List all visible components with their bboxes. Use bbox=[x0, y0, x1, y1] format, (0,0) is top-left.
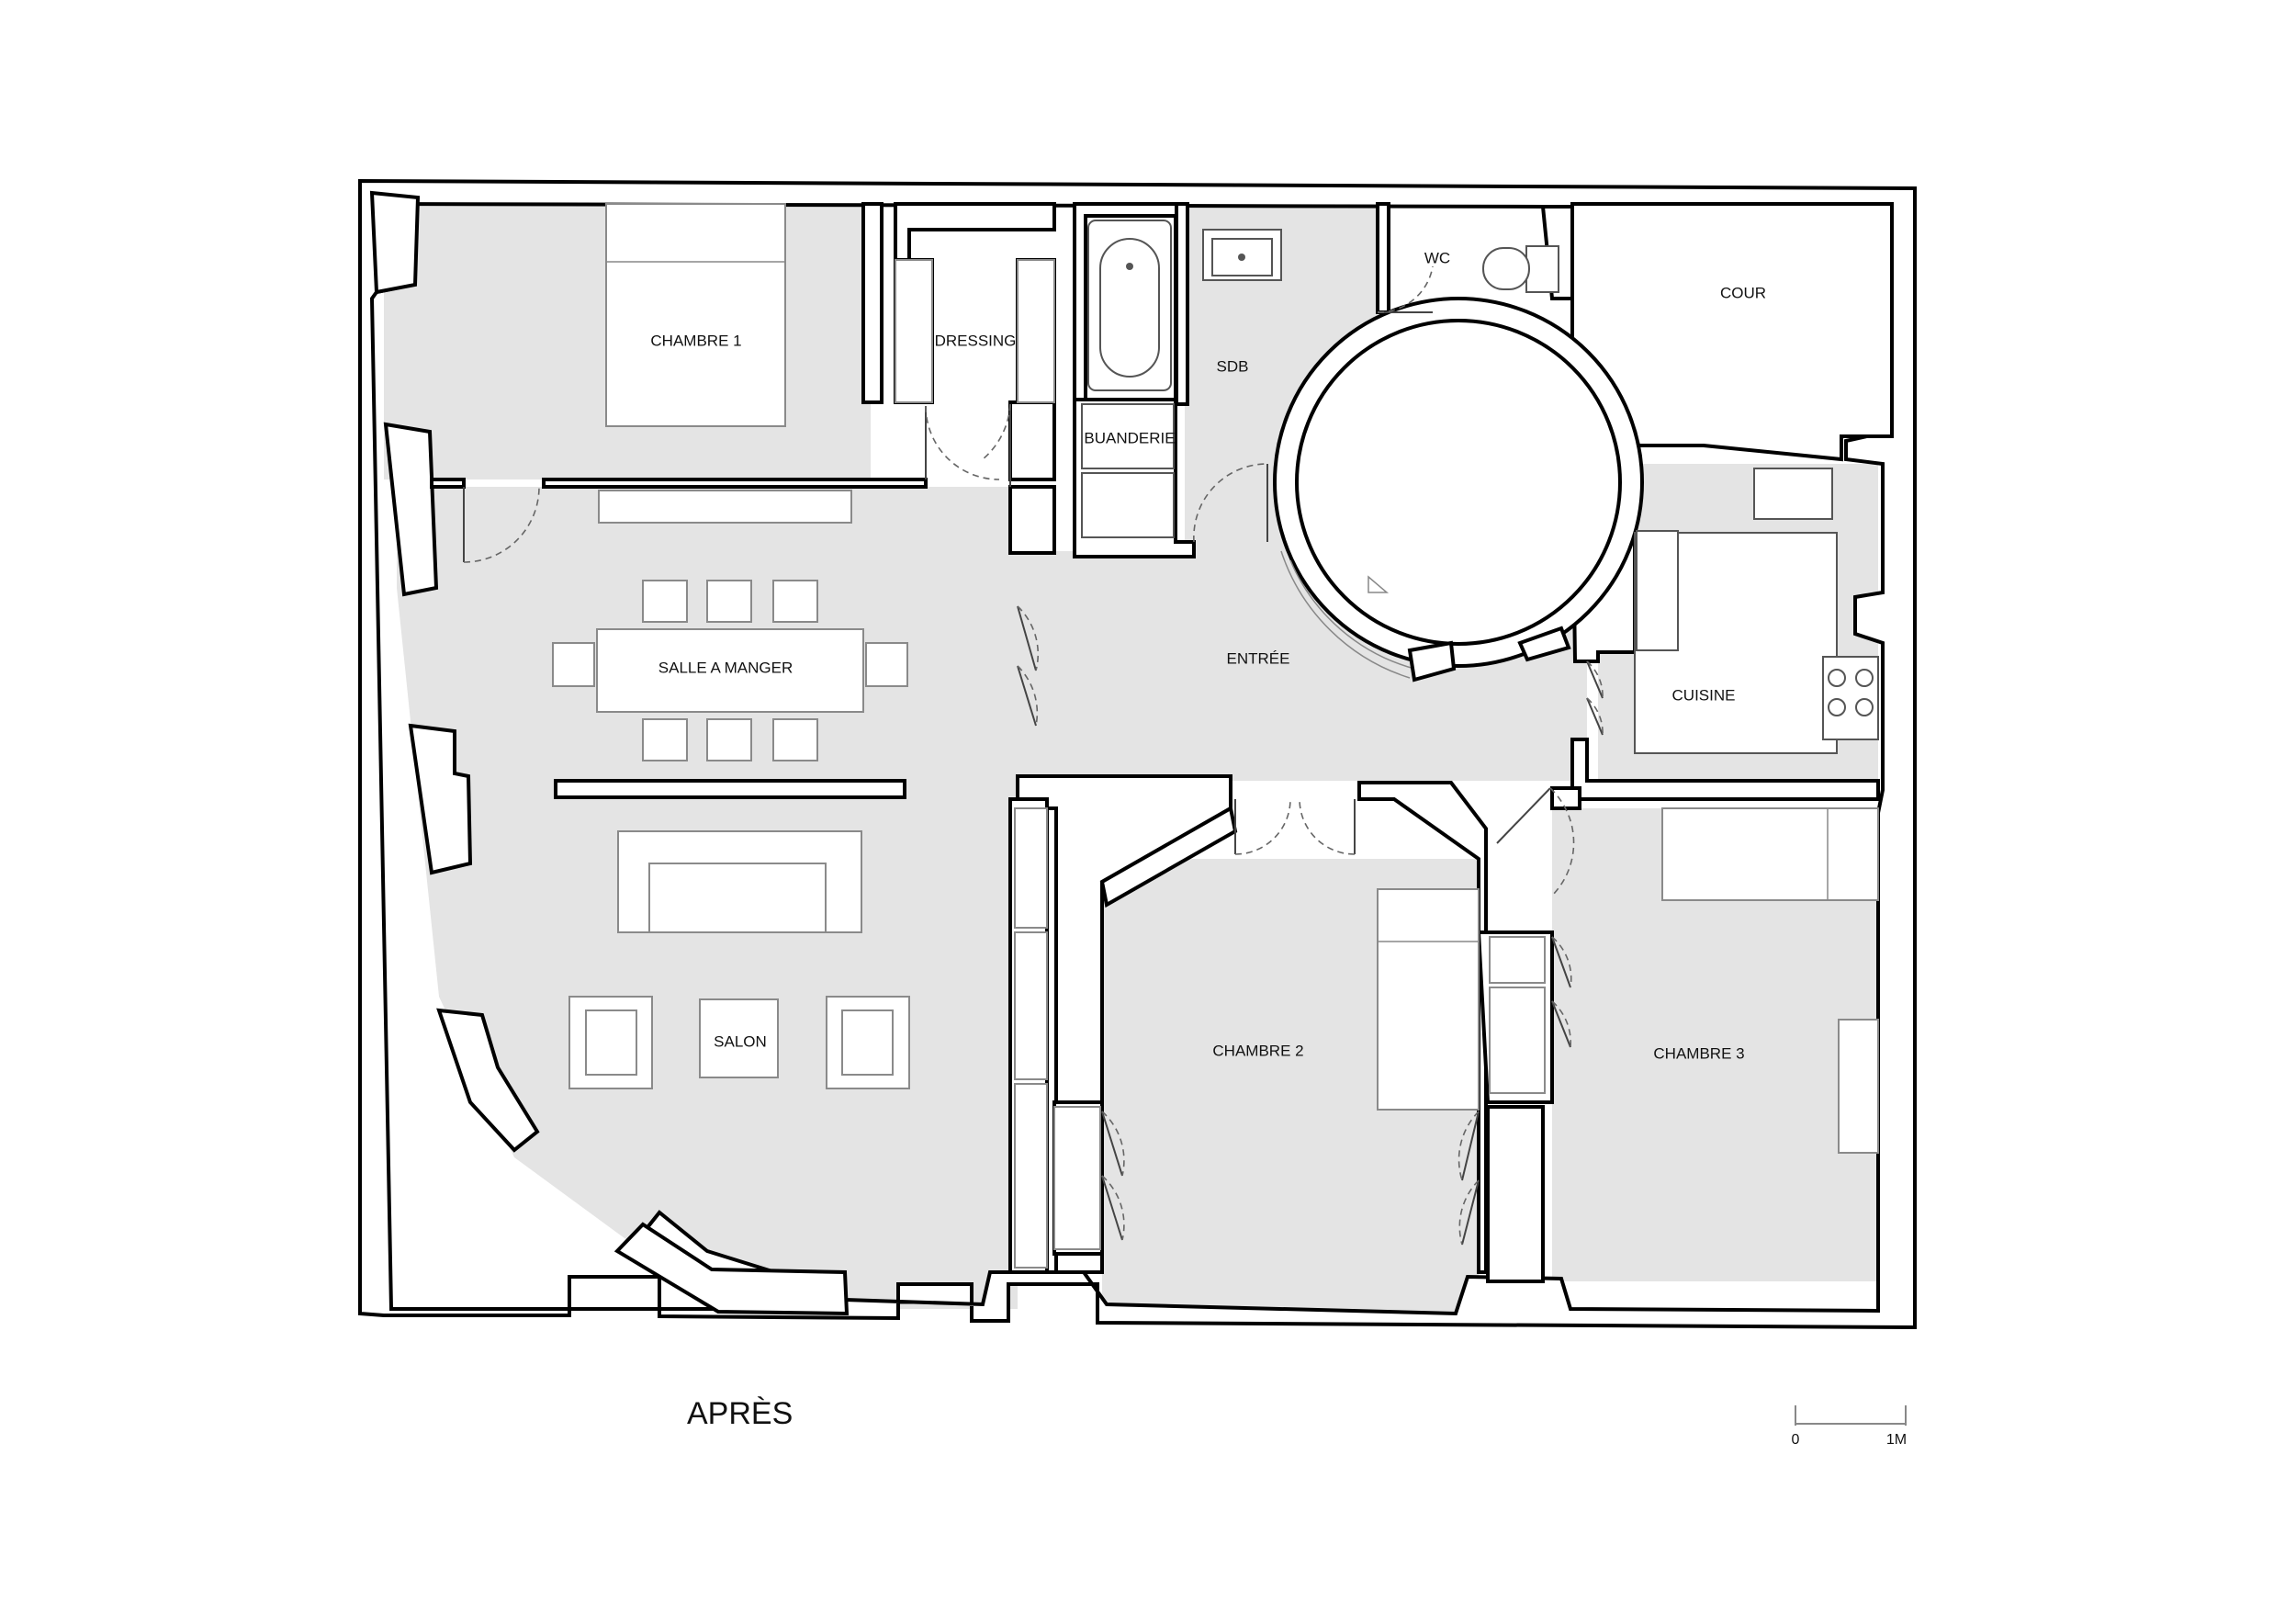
label-cuisine: CUISINE bbox=[1672, 686, 1736, 704]
label-wc: WC bbox=[1424, 249, 1450, 266]
label-chambre-3: CHAMBRE 3 bbox=[1653, 1044, 1744, 1062]
bed-2 bbox=[1377, 888, 1480, 1111]
room-labels: CHAMBRE 1 DRESSING SDB WC COUR BUANDERIE… bbox=[650, 249, 1766, 1062]
plan-title: APRÈS bbox=[687, 1396, 793, 1431]
doors bbox=[463, 265, 1604, 1246]
furniture bbox=[552, 203, 1879, 1269]
label-salon: SALON bbox=[714, 1032, 767, 1050]
label-salle-a-manger: SALLE A MANGER bbox=[658, 659, 793, 676]
bed-1 bbox=[605, 203, 786, 427]
scale-bar: 0 1M bbox=[1792, 1405, 1907, 1448]
toilet bbox=[1525, 245, 1559, 293]
label-entree: ENTRÉE bbox=[1227, 649, 1290, 667]
label-sdb: SDB bbox=[1217, 357, 1249, 375]
label-chambre-1: CHAMBRE 1 bbox=[650, 332, 741, 349]
label-chambre-2: CHAMBRE 2 bbox=[1212, 1042, 1303, 1059]
label-cour: COUR bbox=[1720, 284, 1766, 301]
label-dressing: DRESSING bbox=[935, 332, 1017, 349]
dining-table bbox=[596, 628, 864, 713]
scale-end: 1M bbox=[1886, 1432, 1907, 1448]
bed-3 bbox=[1661, 807, 1879, 901]
scale-start: 0 bbox=[1792, 1432, 1800, 1448]
round-room bbox=[1273, 297, 1644, 682]
label-buanderie: BUANDERIE bbox=[1084, 429, 1175, 446]
